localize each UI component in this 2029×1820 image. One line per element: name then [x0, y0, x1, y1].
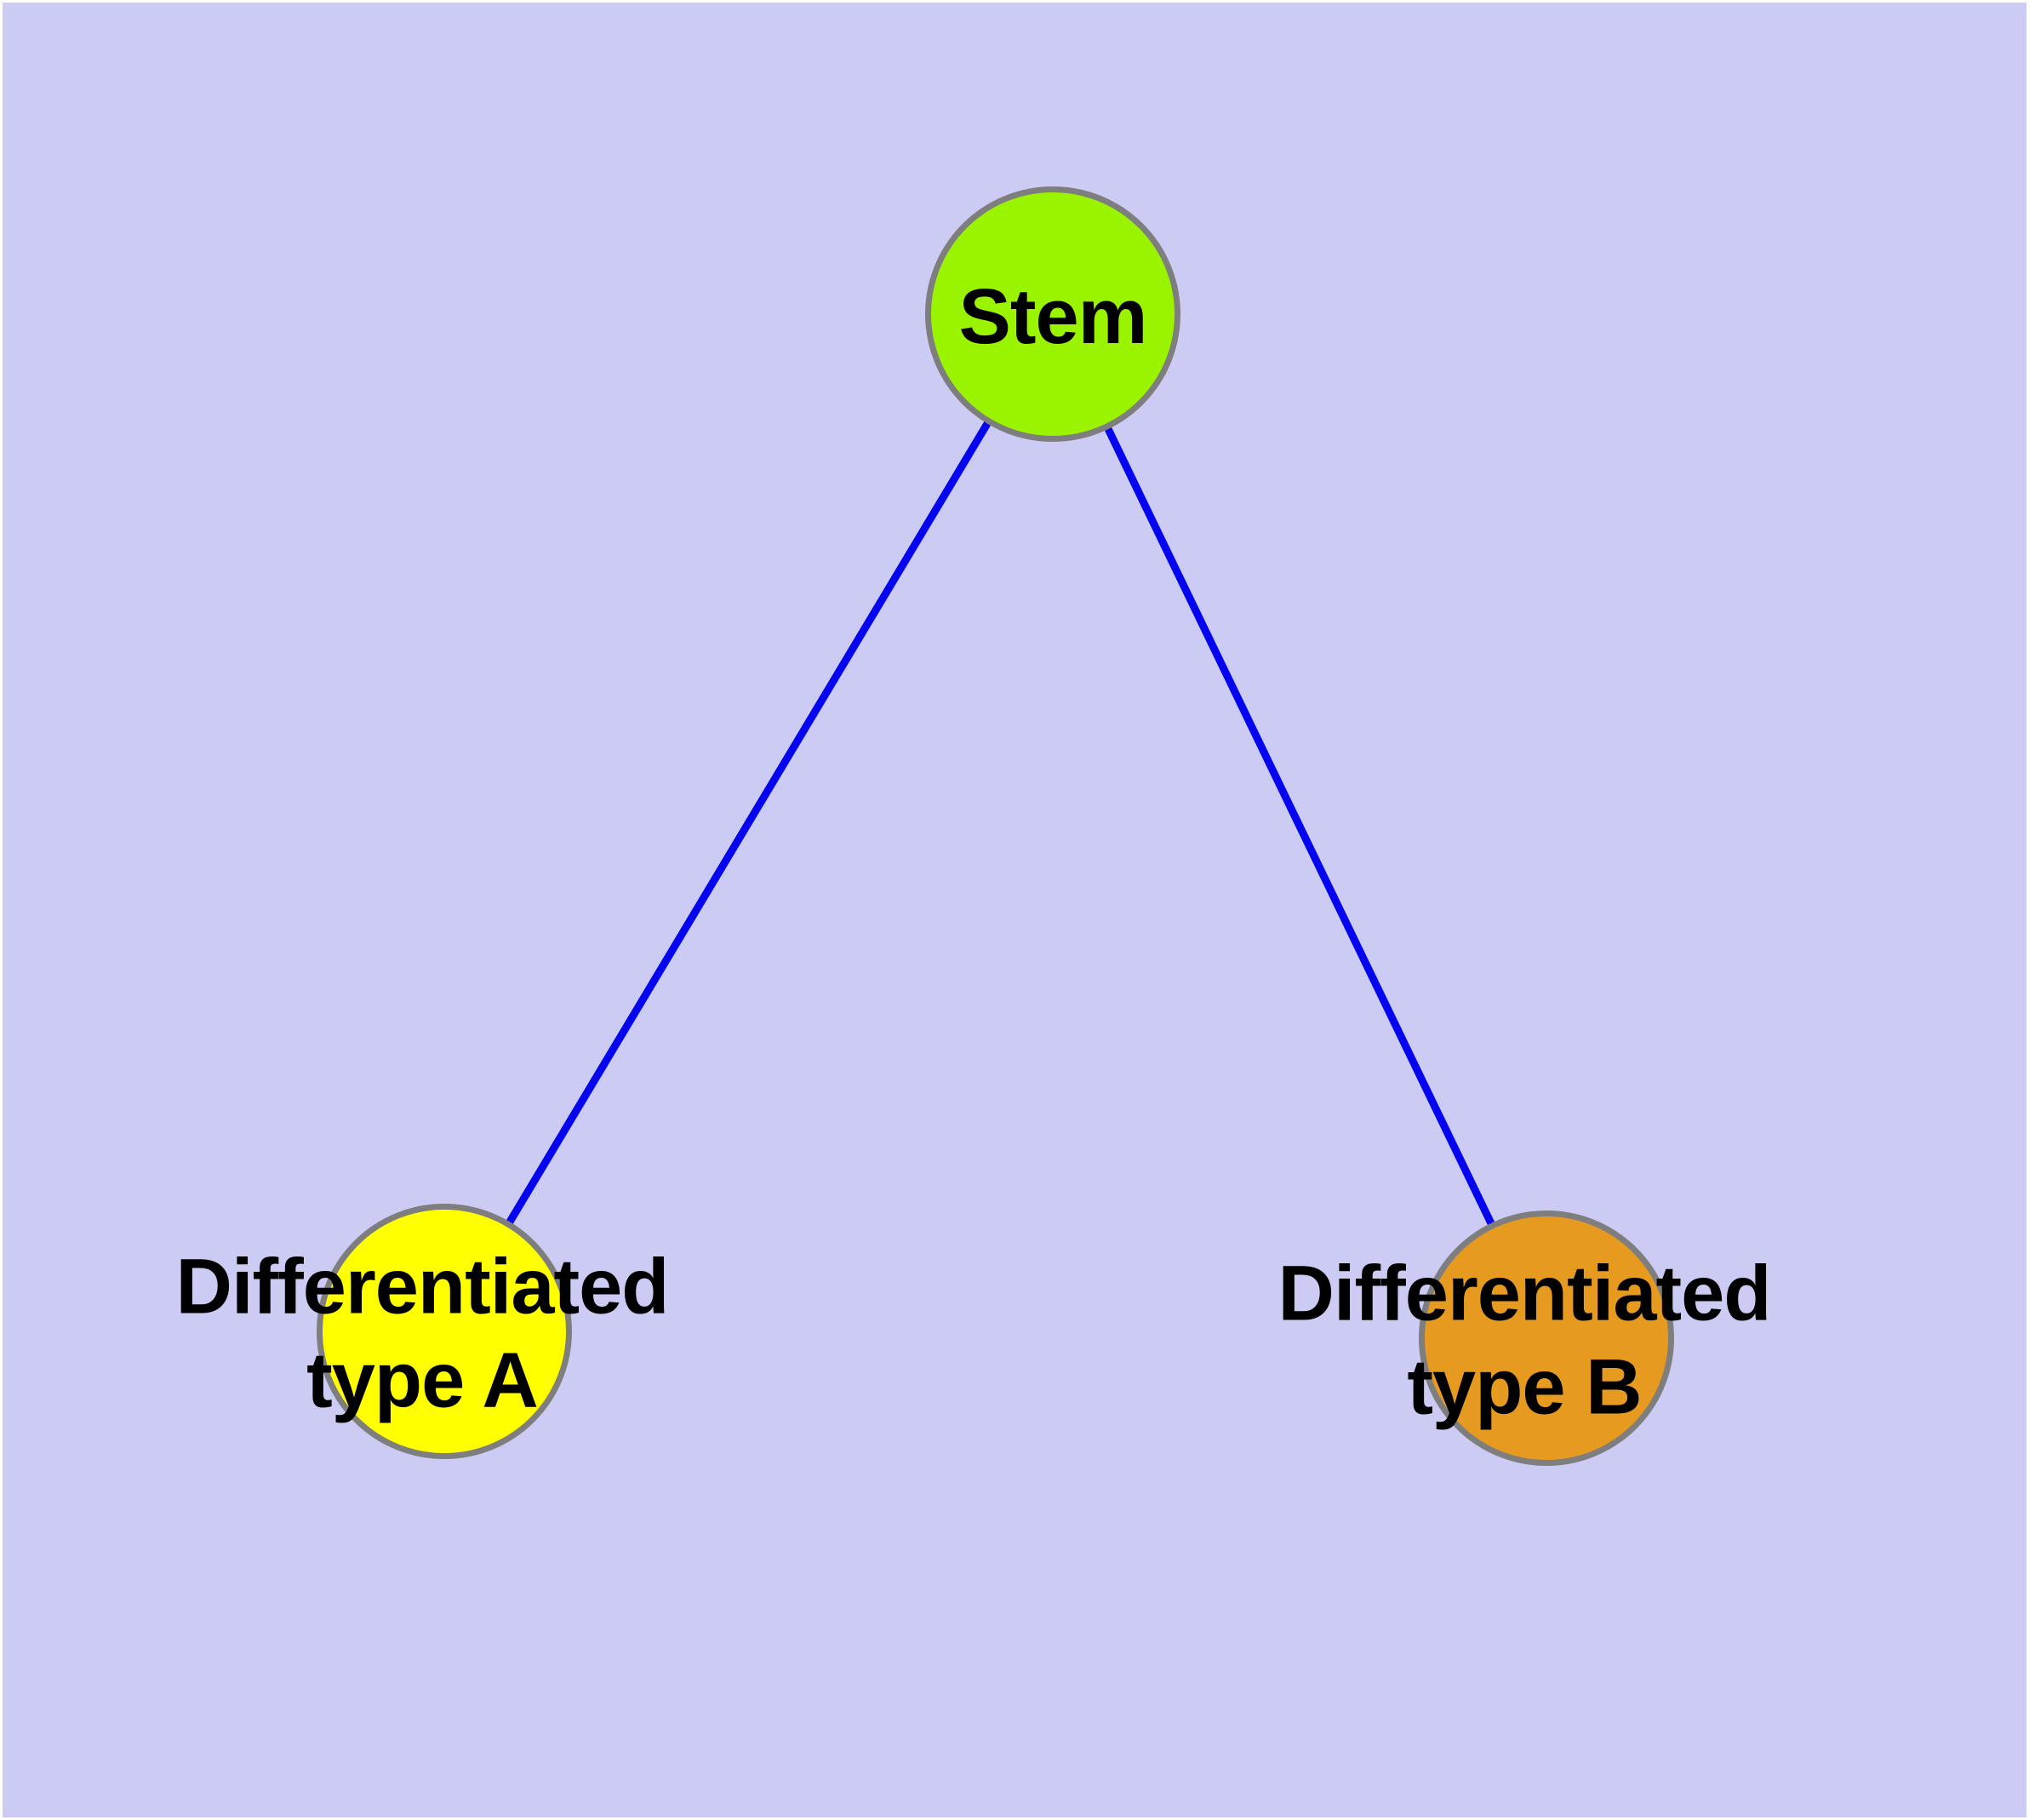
node-differentiated-type-b	[1419, 1210, 1674, 1466]
node-label-stem: Stem	[958, 272, 1148, 360]
edge-stem-to-type-b	[1049, 312, 1551, 1340]
edge-stem-to-type-a	[441, 312, 1056, 1334]
node-stem	[925, 186, 1180, 442]
node-differentiated-type-a	[317, 1204, 572, 1459]
node-label-differentiated-type-a: Differentiated type A	[175, 1243, 670, 1424]
node-label-differentiated-type-b: Differentiated type B	[1277, 1250, 1772, 1431]
